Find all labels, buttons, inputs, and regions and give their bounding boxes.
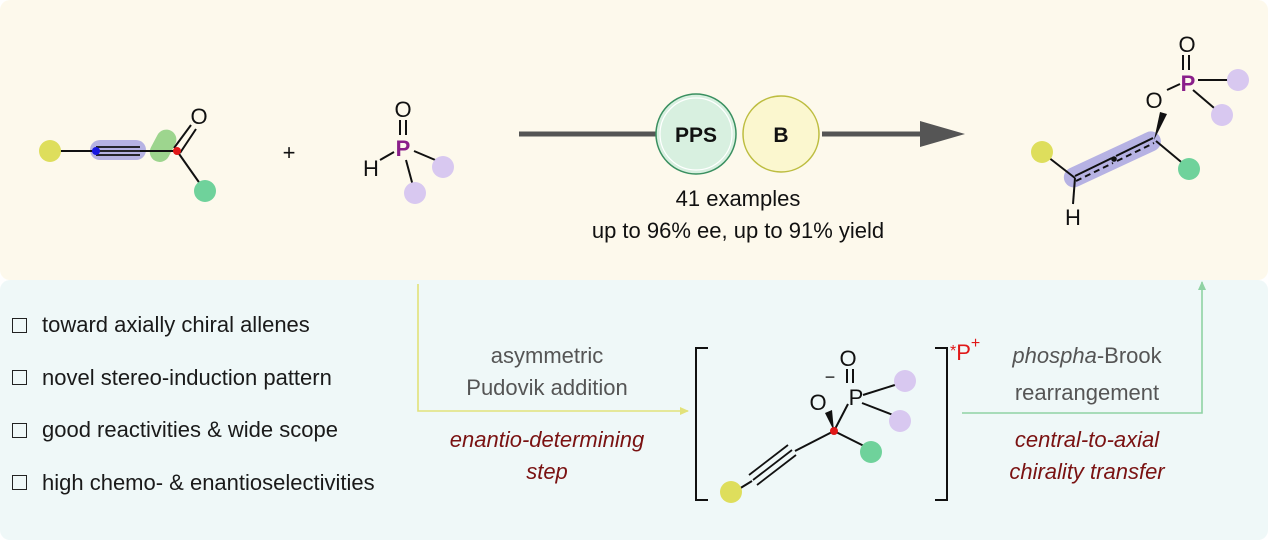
int-to-green [833, 430, 869, 449]
int-p-sub-1 [862, 383, 899, 396]
base-label: B [773, 124, 788, 147]
int-to-center [794, 430, 835, 452]
selectivity-text: up to 96% ee, up to 91% yield [592, 218, 884, 243]
addition-label-2: Pudovik addition [466, 375, 627, 400]
intermediate: O P O − *P+ [695, 335, 980, 503]
feature-list: toward axially chiral allenes novel ster… [12, 312, 442, 522]
int-triple-1 [752, 449, 793, 481]
feature-item: novel stereo-induction pattern [12, 365, 442, 391]
purple-substituent-1 [432, 156, 454, 178]
product-green-substituent [1178, 158, 1200, 180]
checkbox-icon [12, 475, 27, 490]
int-p-oxygen: O [839, 346, 856, 371]
product-hydrogen: H [1065, 205, 1081, 230]
allene-product: O P O H [1031, 32, 1249, 230]
plus-sign: + [283, 140, 296, 165]
reactant-hydrogen: H [363, 156, 379, 181]
brook-rest: -Brook [1097, 343, 1163, 368]
feature-text: high chemo- & enantioselectivities [42, 469, 375, 495]
brook-italic: phospha [1011, 343, 1096, 368]
blue-atom-marker [92, 147, 100, 155]
top-panel [0, 0, 1268, 280]
int-purple-substituent-1 [894, 370, 916, 392]
purple-substituent-2 [404, 182, 426, 204]
carbonyl-highlight [149, 129, 177, 162]
allene-double-2a [1115, 137, 1154, 157]
int-green-substituent [860, 441, 882, 463]
checkbox-icon [12, 317, 27, 333]
p-sub-bond-2 [405, 159, 414, 187]
pudovik-arrow [417, 284, 689, 415]
product-p-oxygen: O [1178, 32, 1195, 57]
reaction-arrow: PPS B 41 examples up to 96% ee, up to 91… [519, 93, 965, 243]
ion-star: * [950, 343, 956, 360]
pps-catalyst-circle [655, 93, 737, 175]
ion-p: P [956, 340, 971, 365]
checkbox-icon [12, 422, 27, 438]
phosphine-oxide-reactant: O P H [363, 97, 454, 204]
addition-note-2: step [526, 459, 568, 484]
ion-plus: + [971, 335, 980, 352]
carbonyl-double-1 [173, 124, 192, 149]
allene-to-h [1072, 177, 1076, 205]
green-substituent [194, 180, 216, 202]
feature-text: novel stereo-induction pattern [42, 364, 332, 390]
int-minus-charge: − [825, 367, 836, 387]
addition-note-1: enantio-determining [450, 427, 645, 452]
brook-label-1: phospha-Brook [1011, 343, 1162, 368]
allene-to-yellow [1047, 156, 1076, 179]
int-purple-substituent-2 [889, 410, 911, 432]
bottom-panel [0, 280, 1268, 540]
int-p-sub-2 [861, 402, 894, 416]
product-purple-substituent-1 [1227, 69, 1249, 91]
brook-note-2: chirality transfer [1009, 459, 1166, 484]
int-center-to-p [833, 403, 849, 432]
brook-label-2: rearrangement [1015, 380, 1159, 405]
yellow-substituent [39, 140, 61, 162]
examples-text: 41 examples [676, 186, 801, 211]
feature-text: good reactivities & wide scope [42, 417, 338, 442]
carbonyl-oxygen: O [190, 104, 207, 129]
carbonyl-double-2 [179, 128, 197, 154]
int-red-atom-marker [830, 427, 838, 435]
reactant-phosphorus: P [396, 136, 411, 161]
allene-double-1a [1074, 157, 1113, 177]
bond-to-green [176, 150, 204, 189]
o-p-bond [1166, 83, 1181, 91]
feature-item: good reactivities & wide scope [12, 417, 442, 443]
int-yellow-substituent [720, 481, 742, 503]
right-bracket [935, 347, 948, 501]
p-h-bond [379, 151, 395, 161]
checkbox-icon [12, 370, 27, 385]
reactant-oxygen: O [394, 97, 411, 122]
brook-note-1: central-to-axial [1015, 427, 1160, 452]
int-wedge [825, 410, 834, 431]
product-yellow-substituent [1031, 141, 1053, 163]
int-phosphorus: P [849, 385, 864, 410]
product-ester-oxygen: O [1145, 88, 1162, 113]
pps-label: PPS [675, 124, 717, 147]
feature-text: toward axially chiral allenes [42, 312, 310, 337]
ynone-reactant: O [39, 104, 216, 202]
wedge-bond [1154, 112, 1167, 140]
allene-double-1b [1075, 162, 1114, 182]
arrow-head [920, 121, 965, 147]
product-purple-substituent-2 [1211, 104, 1233, 126]
addition-label-1: asymmetric [491, 343, 603, 368]
brook-arrow [962, 281, 1206, 414]
ion-pair-label: *P+ [950, 335, 980, 365]
red-atom-marker [173, 147, 181, 155]
base-catalyst-circle [742, 95, 820, 173]
int-triple-3 [748, 444, 789, 476]
int-oxygen: O [809, 390, 826, 415]
product-phosphorus: P [1181, 71, 1196, 96]
feature-item: toward axially chiral allenes [12, 312, 442, 338]
pps-catalyst-inner [659, 97, 733, 171]
allene-center-dot [1111, 156, 1117, 162]
int-triple-2 [756, 454, 797, 486]
allene-double-2b [1116, 142, 1155, 162]
left-bracket [695, 347, 708, 501]
feature-item: high chemo- & enantioselectivities [12, 470, 442, 496]
